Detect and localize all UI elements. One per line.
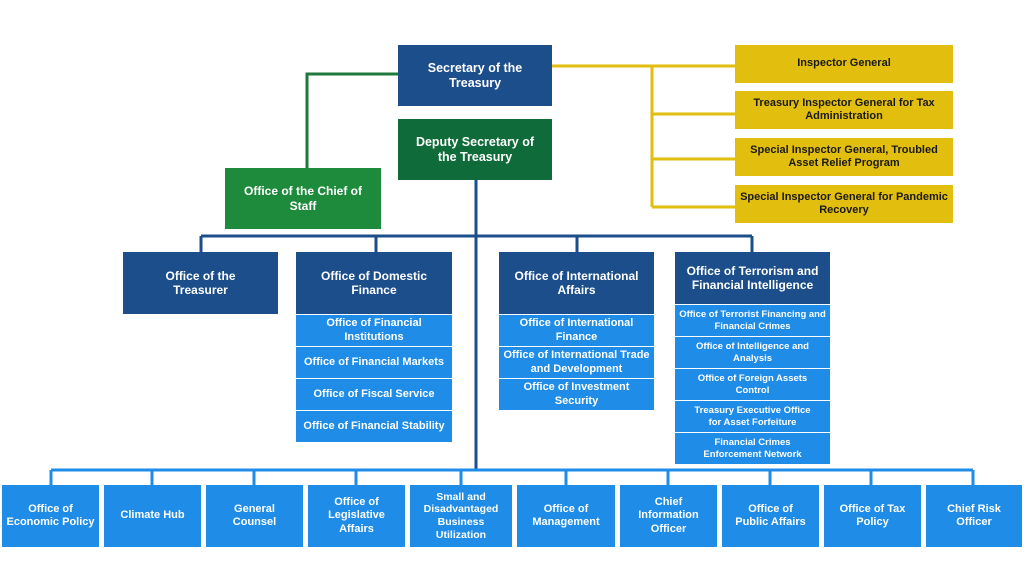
sigpr-box: Special Inspector General for Pandemic R…: [735, 185, 953, 223]
international-item-trade-development: Office of International Trade and Develo…: [499, 346, 654, 378]
bottom-management: Office of Management: [517, 485, 615, 547]
sigtarp-box: Special Inspector General, Troubled Asse…: [735, 138, 953, 176]
secretary-box: Secretary of the Treasury: [398, 45, 552, 106]
bottom-cio: Chief Information Officer: [620, 485, 717, 547]
bottom-tax-policy: Office of Tax Policy: [824, 485, 921, 547]
bottom-sdbu: Small and Disadvantaged Business Utiliza…: [410, 485, 512, 547]
tfi-header: Office of Terrorism and Financial Intell…: [675, 252, 830, 304]
bottom-connectors: [49, 468, 975, 485]
international-affairs-header: Office of International Affairs: [499, 252, 654, 314]
bottom-general-counsel: General Counsel: [206, 485, 303, 547]
blue-connectors: [199, 180, 754, 470]
inspector-connectors: [552, 64, 735, 209]
bottom-climate-hub: Climate Hub: [104, 485, 201, 547]
domestic-finance-header: Office of Domestic Finance: [296, 252, 452, 314]
tfi-item-intelligence-analysis: Office of Intelligence and Analysis: [675, 336, 830, 368]
tfi-item-ofac: Office of Foreign Assets Control: [675, 368, 830, 400]
tfi-item-asset-forfeiture: Treasury Executive Office for Asset Forf…: [675, 400, 830, 432]
treasurer-box: Office of the Treasurer: [123, 252, 278, 314]
tfi-item-fincen: Financial Crimes Enforcement Network: [675, 432, 830, 464]
inspector-general-box: Inspector General: [735, 45, 953, 83]
bottom-economic-policy: Office of Economic Policy: [2, 485, 99, 547]
chief-of-staff-box: Office of the Chief of Staff: [225, 168, 381, 229]
domestic-item-financial-markets: Office of Financial Markets: [296, 346, 452, 378]
bottom-legislative-affairs: Office of Legislative Affairs: [308, 485, 405, 547]
domestic-item-fiscal-service: Office of Fiscal Service: [296, 378, 452, 410]
domestic-item-financial-stability: Office of Financial Stability: [296, 410, 452, 442]
tigta-box: Treasury Inspector General for Tax Admin…: [735, 91, 953, 129]
international-item-investment-security: Office of Investment Security: [499, 378, 654, 410]
tfi-item-terrorist-financing: Office of Terrorist Financing and Financ…: [675, 304, 830, 336]
deputy-secretary-box: Deputy Secretary of the Treasury: [398, 119, 552, 180]
bottom-public-affairs: Office of Public Affairs: [722, 485, 819, 547]
international-item-finance: Office of International Finance: [499, 314, 654, 346]
chief-of-staff-connector: [305, 72, 398, 168]
bottom-chief-risk-officer: Chief Risk Officer: [926, 485, 1022, 547]
domestic-item-financial-institutions: Office of Financial Institutions: [296, 314, 452, 346]
